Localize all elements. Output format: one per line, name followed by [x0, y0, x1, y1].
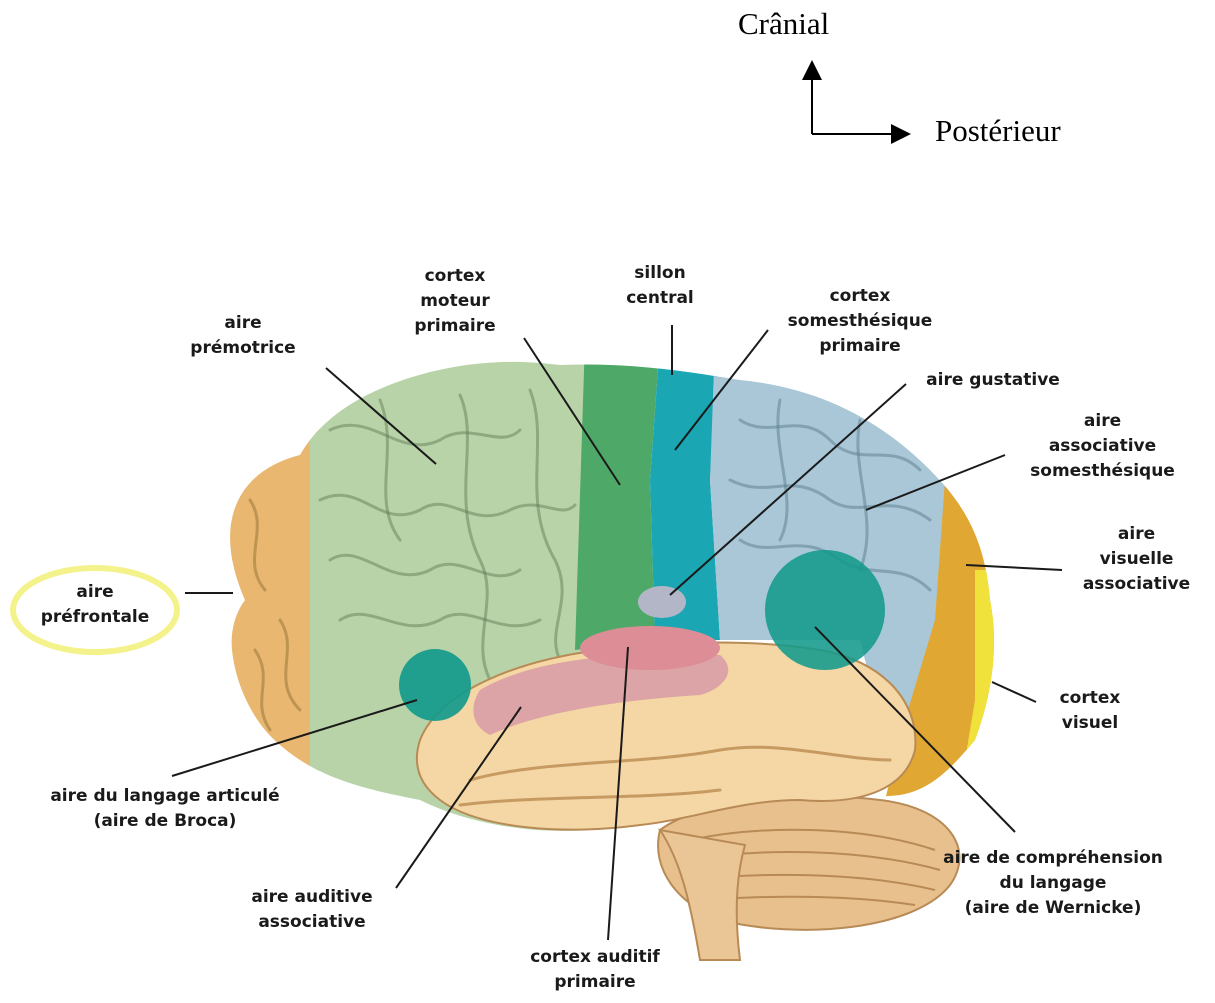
label-aire-premotrice: aire prémotrice [168, 311, 318, 361]
label-cortex-somesthesique-primaire: cortex somesthésique primaire [755, 284, 965, 359]
label-aire-wernicke: aire de compréhension du langage (aire d… [908, 846, 1198, 921]
broca-area [399, 649, 471, 721]
label-cortex-auditif-primaire: cortex auditif primaire [480, 945, 710, 995]
prefrontal-region [200, 340, 320, 860]
label-aire-auditive-associative: aire auditive associative [222, 885, 402, 935]
wernicke-area [765, 550, 885, 670]
label-aire-visuelle-associative: aire visuelle associative [1058, 522, 1215, 597]
label-aire-associative-somesthesique: aire associative somesthésique [1000, 409, 1205, 484]
label-cortex-moteur-primaire: cortex moteur primaire [390, 264, 520, 339]
label-aire-broca: aire du langage articulé (aire de Broca) [20, 784, 310, 834]
gustatory-area [638, 586, 686, 618]
label-aire-gustative: aire gustative [898, 368, 1088, 393]
auditory-primary-region [580, 626, 720, 670]
label-aire-prefrontale: aire préfrontale [20, 580, 170, 630]
label-sillon-central: sillon central [605, 261, 715, 311]
brainstem [660, 830, 745, 960]
label-cortex-visuel: cortex visuel [1030, 686, 1150, 736]
